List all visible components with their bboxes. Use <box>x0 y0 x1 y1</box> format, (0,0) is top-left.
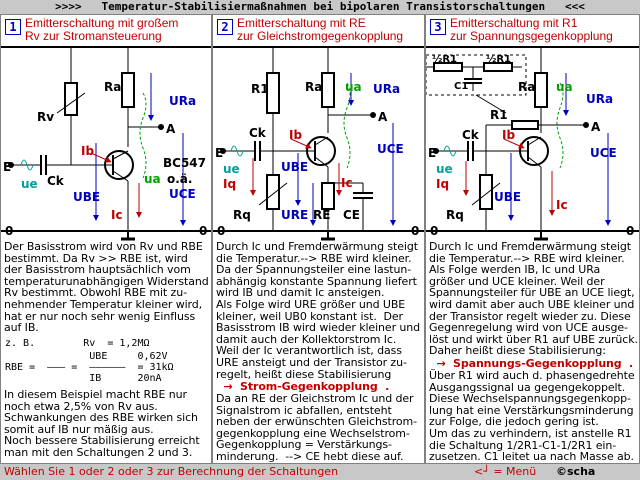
label-part: BC547 <box>163 156 206 170</box>
circuit-diagram-2: Ra R1 Ck E ue Ib Iq Ic UBE URa A UCE ua … <box>213 46 424 241</box>
label-uce: UCE <box>377 142 404 156</box>
label-r1: R1 <box>490 108 508 122</box>
label-iq: Iq <box>223 177 236 191</box>
label-rq: Rq <box>446 208 464 222</box>
label-e: E <box>215 146 223 160</box>
panel-text-2: Über R1 wird auch d. phasengedrehte Ausg… <box>429 369 635 464</box>
label-zero-left: 0 <box>217 224 225 238</box>
label-half-r1-right: ½R1 <box>486 54 511 65</box>
label-ck: Ck <box>47 174 65 188</box>
panel-heading: Emitterschaltung mit großem Rv zur Strom… <box>25 16 179 43</box>
label-ra: Ra <box>518 80 535 94</box>
label-ck: Ck <box>462 128 480 142</box>
formula-rbe-den: IB 20nA <box>5 373 162 384</box>
circuit-diagram-1: Ra Rv Ck E ue Ib Ic UBE URa A UCE ua BC5… <box>1 46 211 241</box>
label-ura: URa <box>373 82 400 96</box>
label-re: RE <box>313 208 330 222</box>
panel-number[interactable]: 1 <box>5 19 21 35</box>
panel-text: Durch Ic und Fremderwärmung steigt die T… <box>216 240 421 381</box>
label-ic: Ic <box>111 208 123 222</box>
label-ube: UBE <box>281 160 308 174</box>
label-r1: R1 <box>251 82 269 96</box>
label-zero-right: 0 <box>626 224 634 238</box>
label-a: A <box>166 122 176 136</box>
label-zero-left: 0 <box>430 224 438 238</box>
label-ura: URa <box>169 94 196 108</box>
formula-rbe-num: UBE 0,62V <box>5 351 168 362</box>
label-ib: Ib <box>289 128 302 142</box>
formula-rv: z. B. Rv = 1,2MΩ <box>5 338 150 349</box>
label-zero-right: 0 <box>199 224 207 238</box>
label-ura: URa <box>586 92 613 106</box>
label-zero-left: 0 <box>5 224 13 238</box>
label-ue: ue <box>436 162 453 176</box>
status-bar: Wählen Sie 1 oder 2 oder 3 zur Berechnun… <box>0 464 640 480</box>
label-ra: Ra <box>305 80 322 94</box>
highlight-text: → Spannungs-Gegenkopplung . <box>429 357 634 370</box>
menu-button[interactable]: <┘ = Menü <box>474 465 537 478</box>
label-rq: Rq <box>233 208 251 222</box>
label-half-r1-left: ½R1 <box>432 54 457 65</box>
label-ck: Ck <box>249 126 267 140</box>
formula-rbe: RBE = ——— = —————— = 31kΩ <box>5 362 174 373</box>
circuit-diagram-3: ½R1 ½R1 C1 R1 Ra Ck E ue Ib Iq Ic UBE UR… <box>426 46 639 241</box>
label-e: E <box>428 146 436 160</box>
label-ube: UBE <box>494 190 521 204</box>
label-ic: Ic <box>556 198 568 212</box>
label-ic: Ic <box>341 176 353 190</box>
panel-text-2: Da an RE der Gleichstrom Ic und der Sign… <box>216 392 418 463</box>
label-ube: UBE <box>73 190 100 204</box>
highlight-text: → Strom-Gegenkopplung . <box>216 380 390 393</box>
label-ra: Ra <box>104 80 121 94</box>
panel-heading: Emitterschaltung mit R1 zur Spannungsgeg… <box>450 16 613 43</box>
label-a: A <box>591 120 601 134</box>
label-part2: o.ä. <box>167 172 192 186</box>
panel-heading: Emitterschaltung mit RE zur Gleichstromg… <box>237 16 404 43</box>
label-ue: ue <box>21 177 38 191</box>
label-uce: UCE <box>169 187 196 201</box>
panel-number[interactable]: 3 <box>430 19 446 35</box>
label-iq: Iq <box>436 177 449 191</box>
label-uce: UCE <box>590 146 617 160</box>
label-ce: CE <box>343 208 360 222</box>
label-ua: ua <box>556 80 573 94</box>
label-ue: ue <box>223 162 240 176</box>
label-rv: Rv <box>37 110 54 124</box>
panel-1[interactable]: 1 Emitterschaltung mit großem Rv zur Str… <box>0 14 212 464</box>
label-zero-right: 0 <box>411 224 419 238</box>
label-e: E <box>3 160 11 174</box>
label-ua: ua <box>345 80 362 94</box>
panel-3[interactable]: 3 Emitterschaltung mit R1 zur Spannungsg… <box>425 14 640 464</box>
label-ure: URE <box>281 208 308 222</box>
page-title: >>>> Temperatur-Stabilisiermaßnahmen bei… <box>55 0 585 13</box>
panel-2[interactable]: 2 Emitterschaltung mit RE zur Gleichstro… <box>212 14 425 464</box>
label-a: A <box>378 110 388 124</box>
label-ua: ua <box>144 172 161 186</box>
label-c1: C1 <box>454 81 468 92</box>
status-prompt: Wählen Sie 1 oder 2 oder 3 zur Berechnun… <box>4 465 339 478</box>
panel-number[interactable]: 2 <box>217 19 233 35</box>
copyright-label: ©scha <box>556 465 596 478</box>
panel-text: Der Basisstrom wird von Rv und RBE besti… <box>4 240 209 335</box>
label-ib: Ib <box>502 128 515 142</box>
title-bar: >>>> Temperatur-Stabilisiermaßnahmen bei… <box>0 0 640 14</box>
panel-text: Durch Ic und Fremderwärmung steigt die T… <box>429 240 638 358</box>
label-ib: Ib <box>81 144 94 158</box>
panel-text-2: In diesem Beispiel macht RBE nur noch et… <box>4 388 200 459</box>
